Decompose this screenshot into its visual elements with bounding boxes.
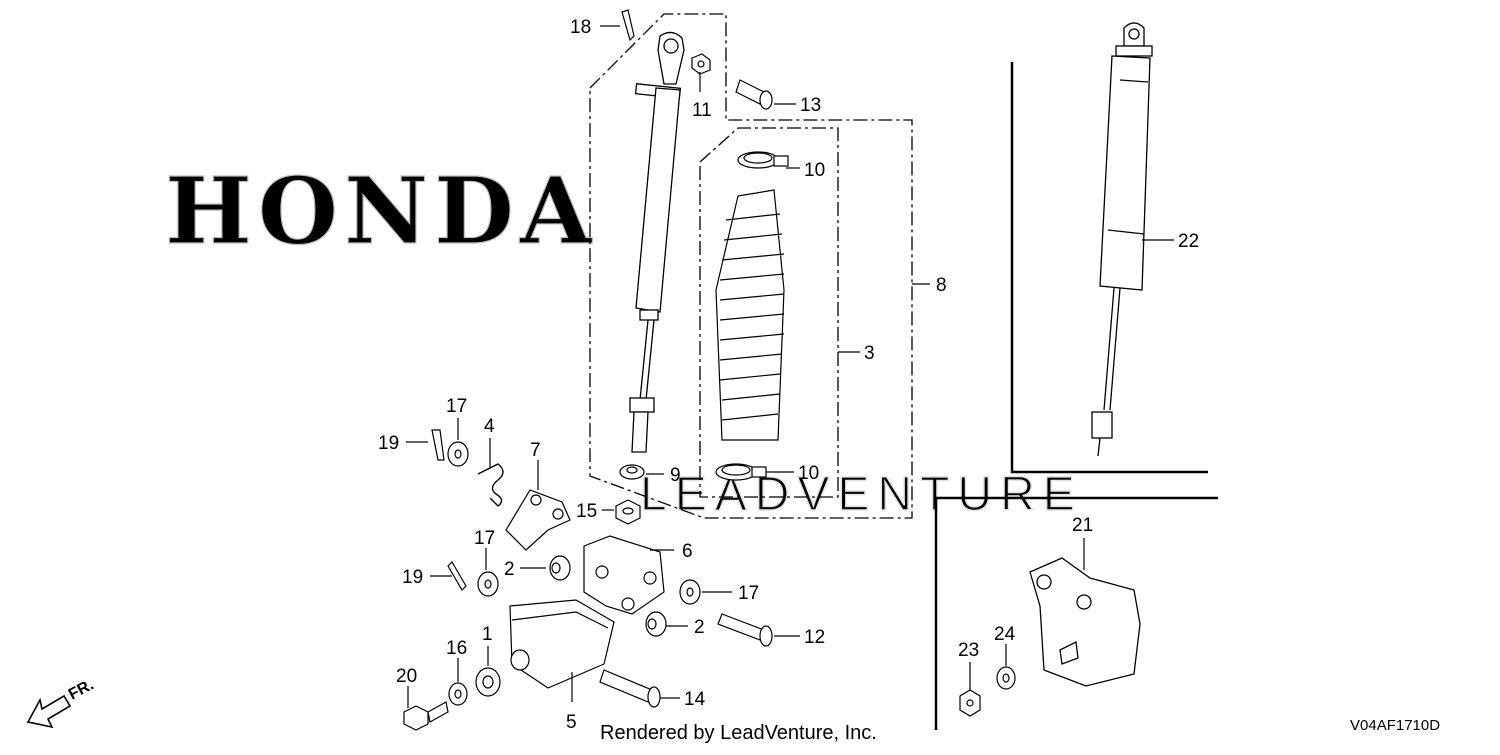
callout-19-mid: 19 xyxy=(402,567,423,588)
pin-13 xyxy=(735,79,773,110)
washer-24 xyxy=(996,666,1016,690)
gas-strut xyxy=(629,31,685,453)
callout-23: 23 xyxy=(958,640,979,661)
honda-watermark: HONDA xyxy=(165,157,597,265)
assembly-bracket-8 xyxy=(589,13,913,519)
callout-5: 5 xyxy=(566,712,577,733)
inset-frame-21 xyxy=(934,496,1218,730)
bolt-20 xyxy=(403,701,449,731)
bushing-2b xyxy=(645,611,667,637)
callout-2-top: 2 xyxy=(504,559,515,580)
leadventure-watermark: LEADVENTURE xyxy=(640,468,1083,521)
hose-clamp-bottom xyxy=(715,463,767,481)
callout-13: 13 xyxy=(800,95,821,116)
callout-17-mid: 17 xyxy=(474,528,495,549)
callout-4: 4 xyxy=(484,416,495,437)
callout-14: 14 xyxy=(684,689,706,710)
bellow-boot xyxy=(715,189,785,441)
cotter-pins-19 xyxy=(431,429,467,591)
callout-1: 1 xyxy=(482,624,493,645)
callout-19-top: 19 xyxy=(378,433,399,454)
bushing-2a xyxy=(549,555,571,581)
nut-23 xyxy=(959,689,981,717)
nut-9 xyxy=(619,464,645,480)
hose-clamp-top xyxy=(737,151,789,169)
callout-12: 12 xyxy=(804,627,825,648)
callout-labels: 18 11 13 10 22 8 3 17 4 19 7 9 10 15 21 … xyxy=(378,17,1199,733)
bracket-21 xyxy=(1029,557,1141,687)
base-bracket-5 xyxy=(509,599,615,689)
link-plate-7 xyxy=(505,489,571,551)
inset-frame-22 xyxy=(1010,62,1208,474)
callout-2-bottom: 2 xyxy=(694,617,705,638)
callout-6: 6 xyxy=(682,541,693,562)
nut-11 xyxy=(691,53,711,75)
bushing-1 xyxy=(475,667,501,697)
callout-7: 7 xyxy=(530,440,541,461)
callout-9: 9 xyxy=(670,465,681,486)
callout-10-top: 10 xyxy=(804,160,825,181)
callout-11: 11 xyxy=(692,100,712,121)
rendered-by-credit: Rendered by LeadVenture, Inc. xyxy=(600,722,877,744)
front-arrow-icon xyxy=(26,694,72,729)
cotter-pin-18 xyxy=(621,9,635,42)
callout-16: 16 xyxy=(446,638,467,659)
callout-21: 21 xyxy=(1072,515,1093,536)
callout-10-bottom: 10 xyxy=(798,463,819,484)
pin-12 xyxy=(717,613,773,647)
callout-17-right: 17 xyxy=(738,583,759,604)
diagram-code: V04AF1710D xyxy=(1350,717,1440,734)
bracket-6 xyxy=(583,535,665,615)
callout-3: 3 xyxy=(864,343,875,364)
callout-15: 15 xyxy=(576,501,597,522)
callout-18: 18 xyxy=(570,17,591,38)
gas-strut-22 xyxy=(1091,22,1153,457)
callout-20: 20 xyxy=(396,666,417,687)
nut-15 xyxy=(615,499,641,525)
spring-4 xyxy=(477,463,504,507)
callout-17-top: 17 xyxy=(446,396,467,417)
leader-lines xyxy=(406,25,1174,708)
front-direction-arrow: FR. xyxy=(26,676,97,729)
pin-14 xyxy=(599,669,661,708)
assembly-bracket-3 xyxy=(699,127,839,498)
front-label: FR. xyxy=(66,676,97,703)
callout-24: 24 xyxy=(994,624,1016,645)
callout-8: 8 xyxy=(936,275,947,296)
callout-22: 22 xyxy=(1178,231,1199,252)
washers xyxy=(447,441,701,706)
